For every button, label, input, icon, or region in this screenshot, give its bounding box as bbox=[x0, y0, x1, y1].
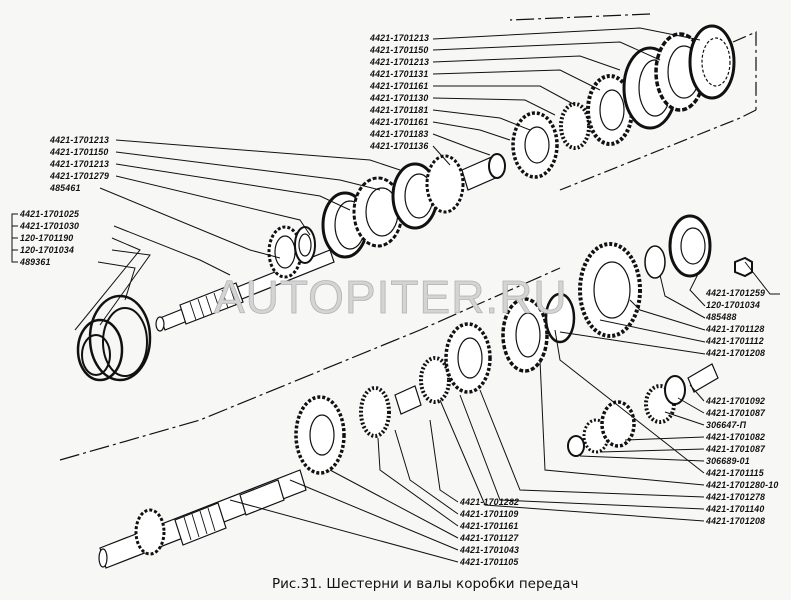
bearing-lower-1 bbox=[359, 386, 391, 438]
part-label: 4421-1701280-10 bbox=[706, 480, 779, 491]
part-label: 4421-1701213 bbox=[370, 57, 430, 68]
gear-lower-2 bbox=[444, 322, 492, 394]
leader-lines-left-lower bbox=[11, 213, 231, 331]
part-label: 4421-1701136 bbox=[370, 141, 429, 152]
part-label: 120-1701034 bbox=[706, 300, 761, 311]
leader-lines-top bbox=[432, 27, 701, 166]
ring-upper-4 bbox=[688, 24, 736, 100]
hub-lower bbox=[544, 292, 576, 344]
synchro-upper-1 bbox=[352, 176, 404, 248]
washer-right bbox=[644, 245, 666, 279]
needle-bearing-upper bbox=[559, 102, 591, 150]
part-label: 4421-1701213 bbox=[50, 135, 110, 146]
part-label: 4421-1701181 bbox=[370, 105, 429, 116]
gear-upper-1 bbox=[267, 225, 303, 279]
frame-line bbox=[732, 31, 757, 110]
leader-lines-left-upper bbox=[99, 139, 401, 259]
part-label: 4421-1701105 bbox=[460, 557, 519, 568]
bearing-lower-2 bbox=[419, 356, 451, 404]
part-label: 4421-1701140 bbox=[706, 504, 765, 515]
part-label: 4421-1701043 bbox=[460, 545, 520, 556]
part-label: 120-1701190 bbox=[20, 233, 74, 244]
reverse-gear-cluster bbox=[567, 363, 719, 457]
part-label: 4421-1701278 bbox=[706, 492, 766, 503]
bearing-upper-1 bbox=[294, 226, 316, 264]
part-label: 4421-1701279 bbox=[50, 171, 110, 182]
part-label: 306689-01 bbox=[706, 456, 750, 467]
leader-lines-right-upper bbox=[559, 261, 780, 355]
gear-lower-3 bbox=[578, 242, 642, 338]
part-label: 485461 bbox=[50, 183, 81, 194]
gear-lower-1 bbox=[294, 395, 346, 475]
part-label: 4421-1701130 bbox=[370, 93, 429, 104]
nut-right bbox=[734, 256, 753, 278]
part-label: 4421-1701161 bbox=[370, 81, 429, 92]
part-label: 306647-П bbox=[706, 420, 747, 431]
part-label: 4421-1701128 bbox=[706, 324, 765, 335]
part-label: 4421-1701213 bbox=[370, 33, 430, 44]
part-label: 120-1701034 bbox=[20, 245, 75, 256]
gear-upper-2 bbox=[425, 154, 465, 214]
part-label: 4421-1701131 bbox=[370, 69, 429, 80]
part-label: 4421-1701112 bbox=[706, 336, 764, 347]
sleeve-upper bbox=[461, 153, 506, 191]
part-label: 4421-1701282 bbox=[460, 497, 520, 508]
part-label: 4421-1701208 bbox=[706, 348, 766, 359]
countershaft bbox=[98, 469, 307, 569]
frame-line bbox=[509, 13, 651, 21]
part-label: 4421-1701161 bbox=[460, 521, 519, 532]
leader-lines-bottom bbox=[229, 419, 459, 563]
part-label: 4421-1701259 bbox=[706, 288, 766, 299]
frame-line bbox=[559, 109, 757, 191]
leader-lines-right-lower bbox=[439, 329, 705, 522]
watermark: AUTOPITER.RU bbox=[214, 271, 568, 323]
part-label: 4421-1701150 bbox=[50, 147, 109, 158]
part-label: 485488 bbox=[706, 312, 737, 323]
gear-upper-3 bbox=[511, 111, 559, 179]
part-label: 489361 bbox=[20, 257, 51, 268]
part-label: 4421-1701150 bbox=[370, 45, 429, 56]
part-label: 4421-1701213 bbox=[50, 159, 110, 170]
part-label: 4421-1701115 bbox=[706, 468, 764, 479]
part-label: 4421-1701208 bbox=[706, 516, 766, 527]
part-label: 4421-1701030 bbox=[20, 221, 80, 232]
bearing-right bbox=[668, 214, 712, 278]
part-label: 4421-1701092 bbox=[706, 396, 766, 407]
part-label: 4421-1701183 bbox=[370, 129, 429, 140]
part-label: 4421-1701161 bbox=[370, 117, 429, 128]
frame-line bbox=[59, 267, 561, 461]
part-label: 4421-1701087 bbox=[706, 408, 766, 419]
part-label: 4421-1701025 bbox=[20, 209, 80, 220]
part-label: 4421-1701087 bbox=[706, 444, 766, 455]
part-label: 4421-1701082 bbox=[706, 432, 766, 443]
figure-caption: Рис.31. Шестерни и валы коробки передач bbox=[272, 576, 579, 592]
sleeve-lower bbox=[394, 385, 422, 415]
spring-rings bbox=[76, 294, 152, 382]
synchro-lower bbox=[501, 297, 549, 373]
part-label: 4421-1701127 bbox=[460, 533, 519, 544]
part-label: 4421-1701109 bbox=[460, 509, 519, 520]
